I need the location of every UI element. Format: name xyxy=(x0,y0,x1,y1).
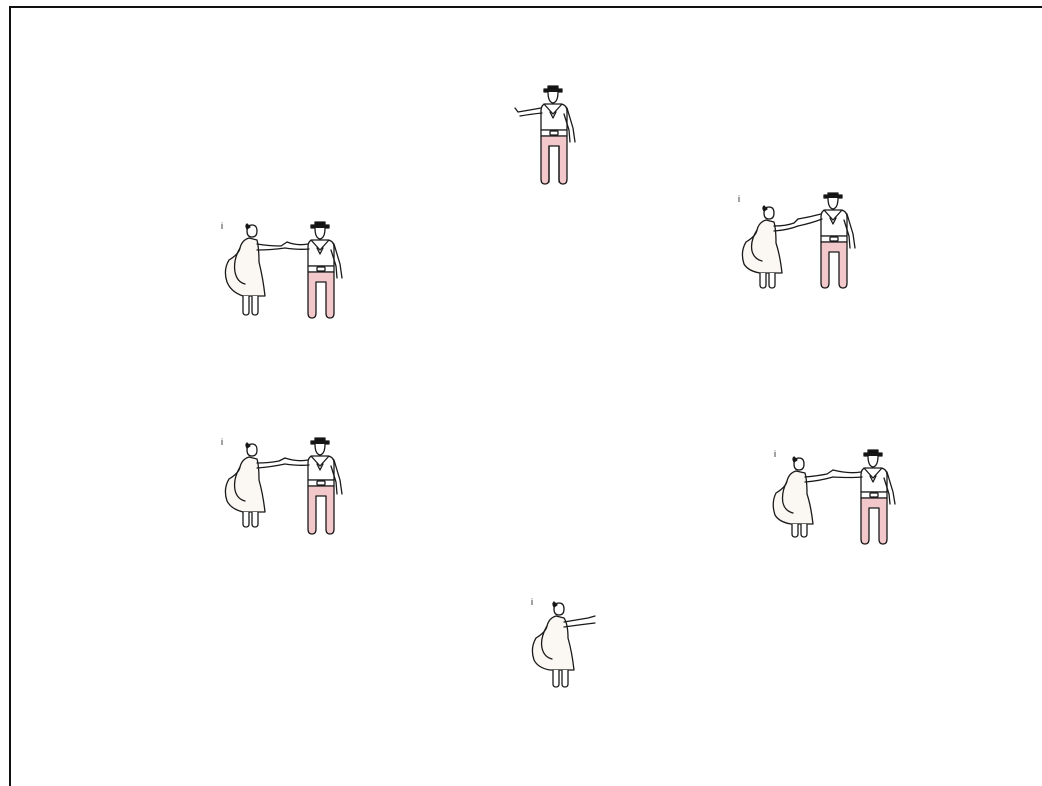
marker-text: i xyxy=(221,221,223,231)
marker-text: i xyxy=(221,437,223,447)
marker-text: i xyxy=(774,449,776,459)
woman-figure-bottom: i xyxy=(528,596,600,692)
couple-figure-lower-left: i xyxy=(215,436,355,538)
couple-figure-lower-right: i xyxy=(771,448,911,550)
man-figure-top xyxy=(508,86,580,188)
marker-text: i xyxy=(738,194,740,204)
marker-text: i xyxy=(531,597,533,607)
couple-figure-upper-right: i xyxy=(732,193,872,295)
couple-figure-upper-left: i xyxy=(215,220,355,322)
